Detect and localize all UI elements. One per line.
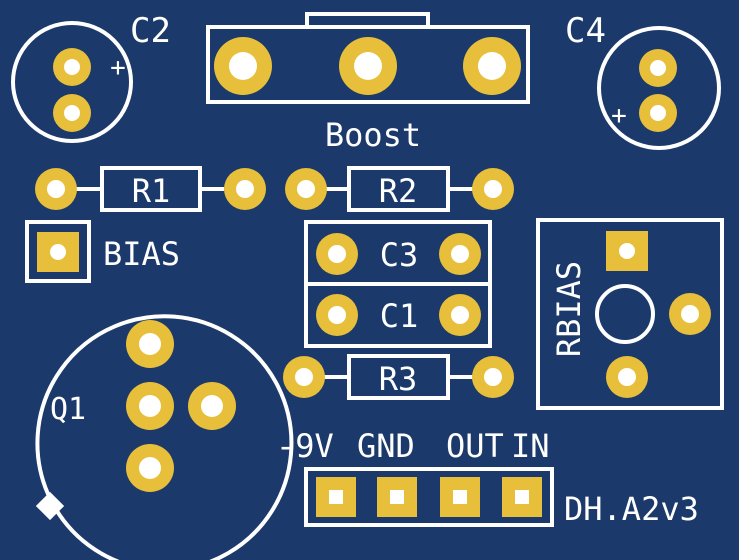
r3-body <box>347 354 450 400</box>
boost-footprint: Boost <box>206 12 530 154</box>
c2-footprint: + C2 <box>11 11 171 143</box>
c1-drill-2 <box>451 306 469 324</box>
q1-drill-right <box>201 395 223 417</box>
c4-plus-sign: + <box>611 101 627 131</box>
boost-drill-2 <box>354 52 382 80</box>
c2-label: C2 <box>130 11 171 51</box>
c2-outline <box>11 21 133 143</box>
c4-label: C4 <box>565 11 606 51</box>
c1-footprint: C1 <box>304 282 492 348</box>
r1-body <box>100 166 202 212</box>
q1-drill-top <box>139 333 161 355</box>
r3-drill-1 <box>295 368 313 386</box>
c3-drill-2 <box>451 245 469 263</box>
c1-drill-1 <box>328 306 346 324</box>
c4-drill-2 <box>650 105 666 121</box>
c4-drill-1 <box>650 60 666 76</box>
connector-label-in: IN <box>511 427 550 465</box>
bias-footprint: BIAS <box>25 220 180 283</box>
q1-drill-bottom <box>139 457 161 479</box>
q1-label: Q1 <box>50 392 86 427</box>
connector-label-gnd: GND <box>357 427 415 465</box>
r1-footprint: R1 <box>35 166 266 212</box>
c1-outline <box>304 282 492 348</box>
c2-plus-sign: + <box>110 53 126 83</box>
rbias-footprint: RBIAS <box>536 218 724 410</box>
r2-drill-1 <box>297 180 315 198</box>
board-name-label: DH.A2v3 <box>564 490 699 528</box>
connector-label-out: OUT <box>446 427 504 465</box>
connector-label-neg9v: -9V <box>276 427 334 465</box>
bias-drill <box>50 244 66 260</box>
connector-drill-gnd <box>390 490 404 504</box>
r1-drill-1 <box>47 180 65 198</box>
r1-drill-2 <box>236 180 254 198</box>
r2-drill-2 <box>484 180 502 198</box>
connector-drill-neg9v <box>329 490 343 504</box>
r2-footprint: R2 <box>285 166 514 212</box>
r2-label: R2 <box>379 172 418 210</box>
rbias-label: RBIAS <box>550 261 588 357</box>
rbias-drill-3 <box>618 368 636 386</box>
q1-footprint: Q1 <box>35 314 294 560</box>
c2-drill-1 <box>64 59 80 75</box>
rbias-drill-2 <box>681 305 699 323</box>
boost-label: Boost <box>325 116 421 154</box>
c3-footprint: C3 <box>304 220 492 286</box>
c4-footprint: + C4 <box>565 11 721 150</box>
rbias-outline <box>536 218 724 410</box>
r1-label: R1 <box>132 172 171 210</box>
r3-footprint: R3 <box>283 354 514 400</box>
rbias-shaft-outline <box>595 284 655 344</box>
r3-drill-2 <box>484 368 502 386</box>
q1-drill-center <box>139 395 161 417</box>
c3-drill-1 <box>328 245 346 263</box>
connector-drill-out <box>453 490 467 504</box>
connector-outline <box>304 467 554 527</box>
connector-footprint: -9V GND OUT IN <box>276 427 554 527</box>
r3-label: R3 <box>379 360 418 398</box>
r2-body <box>347 166 450 212</box>
boost-tab <box>305 12 430 29</box>
boost-drill-3 <box>478 52 506 80</box>
connector-drill-in <box>515 490 529 504</box>
rbias-drill-1 <box>619 243 635 259</box>
bias-outline <box>25 220 91 283</box>
q1-outline <box>35 314 294 560</box>
bias-label: BIAS <box>103 235 180 273</box>
c1-label: C1 <box>380 297 419 335</box>
c2-drill-2 <box>64 105 80 121</box>
c3-label: C3 <box>380 236 419 274</box>
boost-drill-1 <box>229 52 257 80</box>
c4-outline <box>597 26 721 150</box>
